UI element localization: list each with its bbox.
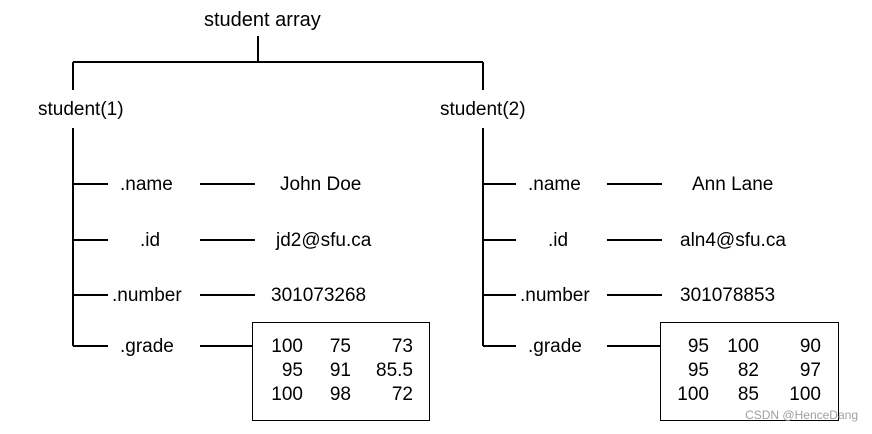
student2-field-name: .name bbox=[528, 174, 581, 195]
student2-grade-cell: 100 bbox=[677, 384, 709, 405]
student2-grade-cell: 100 bbox=[727, 336, 759, 357]
student1-grade-cell: 73 bbox=[391, 336, 413, 357]
student1-grade-cell: 91 bbox=[329, 360, 351, 381]
student2-grade-matrix: 95 100 90 95 82 97 100 85 100 bbox=[671, 335, 821, 407]
student2-grade-box: 95 100 90 95 82 97 100 85 100 bbox=[660, 322, 839, 421]
student1-grade-cell: 100 bbox=[271, 384, 303, 405]
student1-grade-cell: 100 bbox=[271, 336, 303, 357]
student2-label: student(2) bbox=[440, 99, 526, 120]
student2-grade-cell: 97 bbox=[799, 360, 821, 381]
student1-field-number: .number bbox=[112, 285, 182, 306]
student1-grade-cell: 75 bbox=[329, 336, 351, 357]
student1-grade-matrix: 100 75 73 95 91 85.5 100 98 72 bbox=[265, 335, 413, 407]
student1-value-number: 301073268 bbox=[271, 285, 367, 306]
student1-grade-cell: 72 bbox=[391, 384, 413, 405]
student1-grade-cell: 85.5 bbox=[376, 360, 413, 381]
student2-grade-cell: 90 bbox=[799, 336, 821, 357]
student2-value-name: Ann Lane bbox=[692, 174, 774, 195]
student1-field-id: .id bbox=[140, 230, 161, 251]
watermark: CSDN @HenceDang bbox=[745, 408, 858, 422]
student2-grade-cell: 95 bbox=[687, 360, 709, 381]
student2-grade-cell: 95 bbox=[687, 336, 709, 357]
student1-field-name: .name bbox=[120, 174, 173, 195]
root-label: student array bbox=[204, 9, 321, 31]
student1-grade-cell: 95 bbox=[281, 360, 303, 381]
student1-grade-cell: 98 bbox=[329, 384, 351, 405]
student2-grade-cell: 85 bbox=[737, 384, 759, 405]
student2-field-grade: .grade bbox=[528, 336, 582, 357]
student2-field-id: .id bbox=[548, 230, 569, 251]
student1-field-grade: .grade bbox=[120, 336, 174, 357]
student1-value-name: John Doe bbox=[280, 174, 362, 195]
student1-label: student(1) bbox=[38, 99, 124, 120]
student2-value-id: aln4@sfu.ca bbox=[680, 230, 786, 251]
student2-grade-cell: 82 bbox=[737, 360, 759, 381]
student2-field-number: .number bbox=[520, 285, 590, 306]
student2-grade-cell: 100 bbox=[789, 384, 821, 405]
student2-value-number: 301078853 bbox=[680, 285, 776, 306]
student1-value-id: jd2@sfu.ca bbox=[276, 230, 372, 251]
student1-grade-box: 100 75 73 95 91 85.5 100 98 72 bbox=[252, 322, 430, 421]
